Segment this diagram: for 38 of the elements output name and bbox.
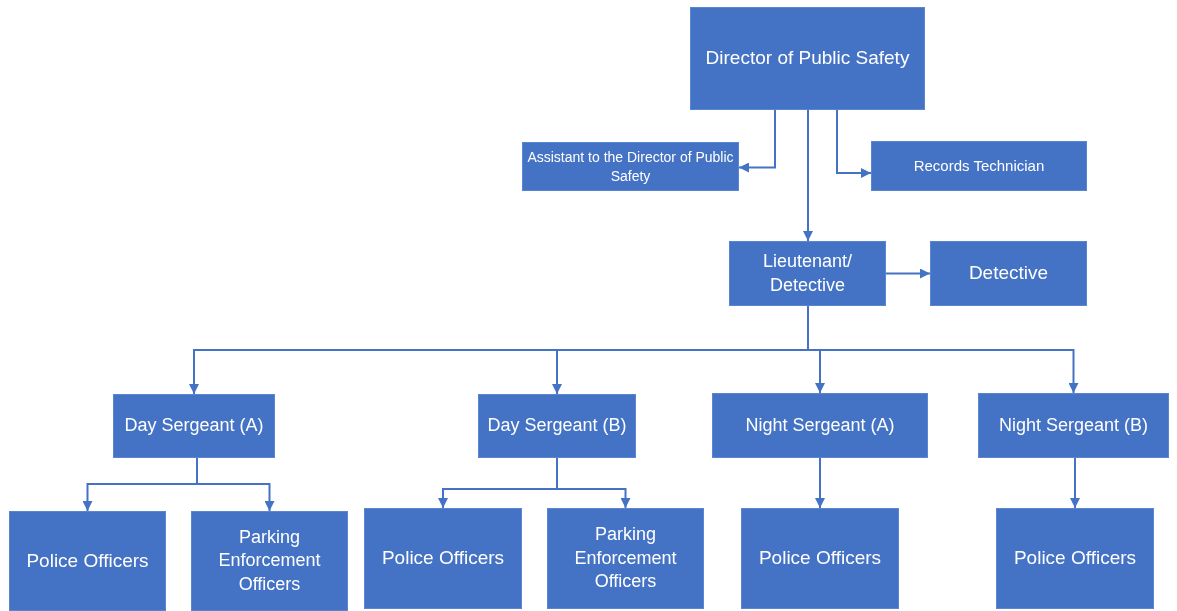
- role-box: [364, 508, 522, 609]
- role-title: Records Technician: [913, 156, 1045, 176]
- role-title: Police Officers: [381, 546, 505, 571]
- connector-arrow: [815, 457, 825, 509]
- connector-arrow: [1070, 457, 1080, 509]
- role-title: Day Sergeant (B): [487, 414, 627, 438]
- role-title: Lieutenant/ Detective: [761, 250, 854, 297]
- connector-arrow: [556, 457, 631, 509]
- role-title: Night Sergeant (B): [998, 413, 1149, 437]
- role-box: [996, 508, 1154, 609]
- role-title: Day Sergeant (A): [124, 414, 264, 438]
- role-title: Police Officers: [758, 546, 882, 571]
- role-box: [712, 393, 928, 458]
- connector-arrow: [885, 268, 931, 279]
- connector-arrow: [803, 109, 813, 242]
- role-title: Night Sergeant (A): [745, 413, 895, 437]
- role-box: [9, 511, 166, 611]
- role-box: [690, 7, 925, 110]
- role-title: Parking Enforcement Officers: [573, 523, 678, 594]
- connector-arrow: [836, 109, 872, 178]
- role-title: Director of Public Safety: [705, 46, 910, 71]
- role-box: [729, 241, 886, 306]
- role-box: [478, 394, 636, 458]
- role-title: Detective: [968, 261, 1049, 286]
- role-title: Police Officers: [26, 548, 149, 573]
- role-box: [547, 508, 704, 609]
- role-title: Assistant to the Director of Public Safety: [527, 148, 734, 185]
- connector-arrow: [738, 109, 776, 173]
- role-box: [113, 394, 275, 458]
- role-box: [191, 511, 348, 611]
- role-box: [978, 393, 1169, 458]
- role-title: Police Officers: [1013, 546, 1137, 571]
- role-box: [522, 142, 739, 191]
- connector-arrow: [807, 305, 1079, 394]
- role-box: [741, 508, 899, 609]
- role-box: [930, 241, 1087, 306]
- role-title: Parking Enforcement Officers: [217, 525, 322, 596]
- role-box: [871, 141, 1087, 191]
